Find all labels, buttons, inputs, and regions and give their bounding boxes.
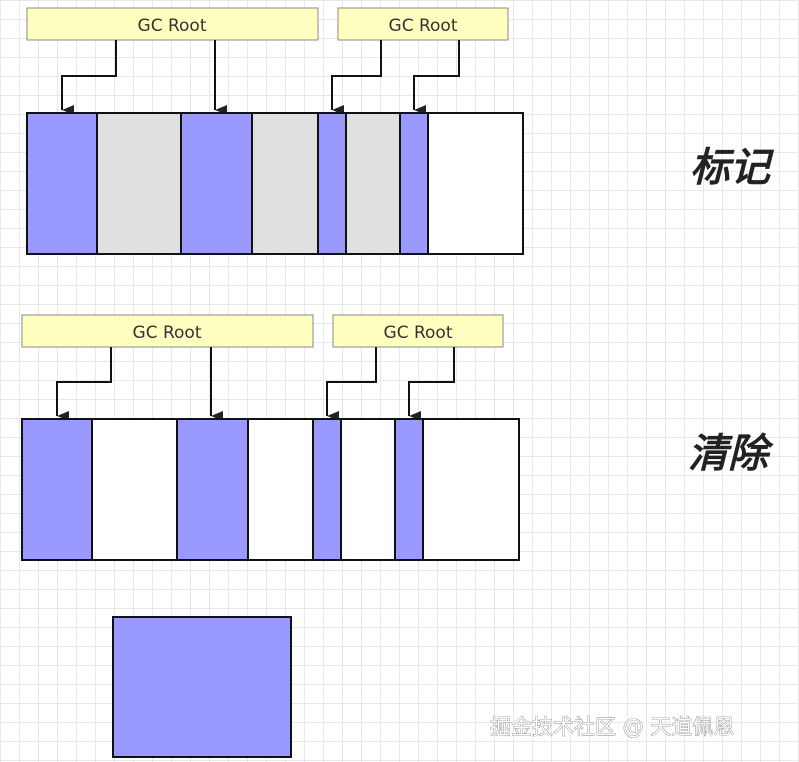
stage-label-mark: 标记 <box>690 145 775 191</box>
gc-root-label: GC Root <box>384 323 453 343</box>
gc-root-box: GC Root <box>332 314 504 348</box>
memory-cell-free <box>247 418 314 561</box>
gc-root-box: GC Root <box>337 7 509 41</box>
gc-root-label: GC Root <box>133 323 202 343</box>
memory-cell-live <box>26 112 98 255</box>
reference-arrow <box>413 40 460 115</box>
stage-label-sweep: 清除 <box>688 431 774 477</box>
mark-panel: GC Root GC Root 标记 <box>26 7 775 255</box>
gc-root-box: GC Root <box>26 7 319 41</box>
reference-arrow <box>331 40 382 115</box>
memory-cell-free <box>91 418 178 561</box>
reference-arrow <box>56 347 112 421</box>
memory-cell-garbage <box>345 112 401 255</box>
memory-cell-live <box>399 112 429 255</box>
memory-cell-free <box>340 418 396 561</box>
memory-cell-garbage <box>96 112 182 255</box>
memory-cell-live <box>317 112 347 255</box>
reference-arrow <box>408 347 455 421</box>
memory-cell-garbage <box>251 112 319 255</box>
sweep-panel: GC Root GC Root 清除 <box>21 314 774 561</box>
reference-arrow <box>61 40 117 115</box>
reference-arrow <box>326 347 377 421</box>
heap-memory-row <box>26 112 524 255</box>
memory-cell-free <box>422 418 520 561</box>
watermark: 掘金技术社区 @ 天道佩恩 <box>490 715 734 739</box>
memory-cell-live <box>394 418 424 561</box>
memory-cell-live <box>176 418 249 561</box>
gc-root-label: GC Root <box>138 16 207 36</box>
allocation-block <box>112 616 292 758</box>
memory-cell-free <box>427 112 524 255</box>
heap-memory-row <box>21 418 520 561</box>
gc-root-box: GC Root <box>21 314 314 348</box>
memory-cell-live <box>21 418 93 561</box>
gc-root-label: GC Root <box>389 16 458 36</box>
memory-cell-live <box>180 112 253 255</box>
memory-cell-live <box>312 418 342 561</box>
